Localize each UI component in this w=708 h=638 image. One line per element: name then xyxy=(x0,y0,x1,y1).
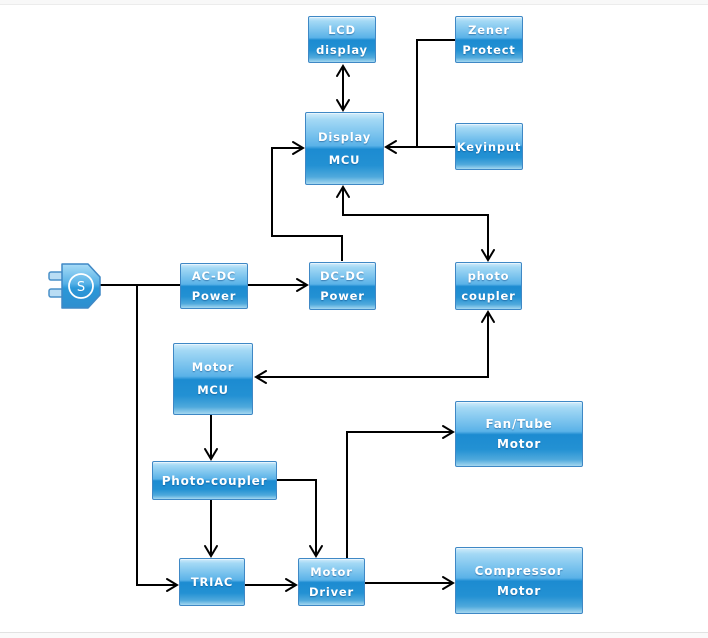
node-compressor-motor: Compressor Motor xyxy=(455,547,583,614)
node-triac: TRIAC xyxy=(179,558,245,606)
node-display-mcu: Display MCU xyxy=(305,112,384,185)
plug-letter: S xyxy=(77,280,85,295)
plug-prong-bottom xyxy=(48,288,64,298)
node-motor-driver: Motor Driver xyxy=(298,558,365,606)
node-fan-tube-motor: Fan/Tube Motor xyxy=(455,401,583,467)
plug-prong-top xyxy=(48,271,64,281)
node-ac-dc-power: AC-DC Power xyxy=(180,263,248,309)
node-dc-dc-power: DC-DC Power xyxy=(309,262,376,310)
wire-display-mcu-photo-coupler xyxy=(336,185,495,262)
power-plug-icon: S xyxy=(48,263,101,309)
plug-body xyxy=(61,263,101,309)
page-top-band xyxy=(0,0,708,5)
wire-zener-protect-join xyxy=(416,39,455,147)
wire-plug-triac xyxy=(136,285,179,592)
wire-motor-driver-fan-tube xyxy=(346,425,455,558)
wire-photo-coupler-motor-mcu xyxy=(254,310,495,384)
node-zener-protect: Zener Protect xyxy=(455,16,523,63)
node-keyinput: Keyinput xyxy=(455,123,523,170)
node-motor-mcu: Motor MCU xyxy=(173,343,253,415)
node-photo-coupler-2: Photo-coupler xyxy=(152,461,277,500)
node-photo-coupler: photo coupler xyxy=(455,262,522,310)
plug-ring xyxy=(68,273,94,299)
wire-photocoupler2-motor-driver xyxy=(277,479,323,558)
page-bottom-band xyxy=(0,632,708,638)
node-lcd-display: LCD display xyxy=(308,16,376,63)
